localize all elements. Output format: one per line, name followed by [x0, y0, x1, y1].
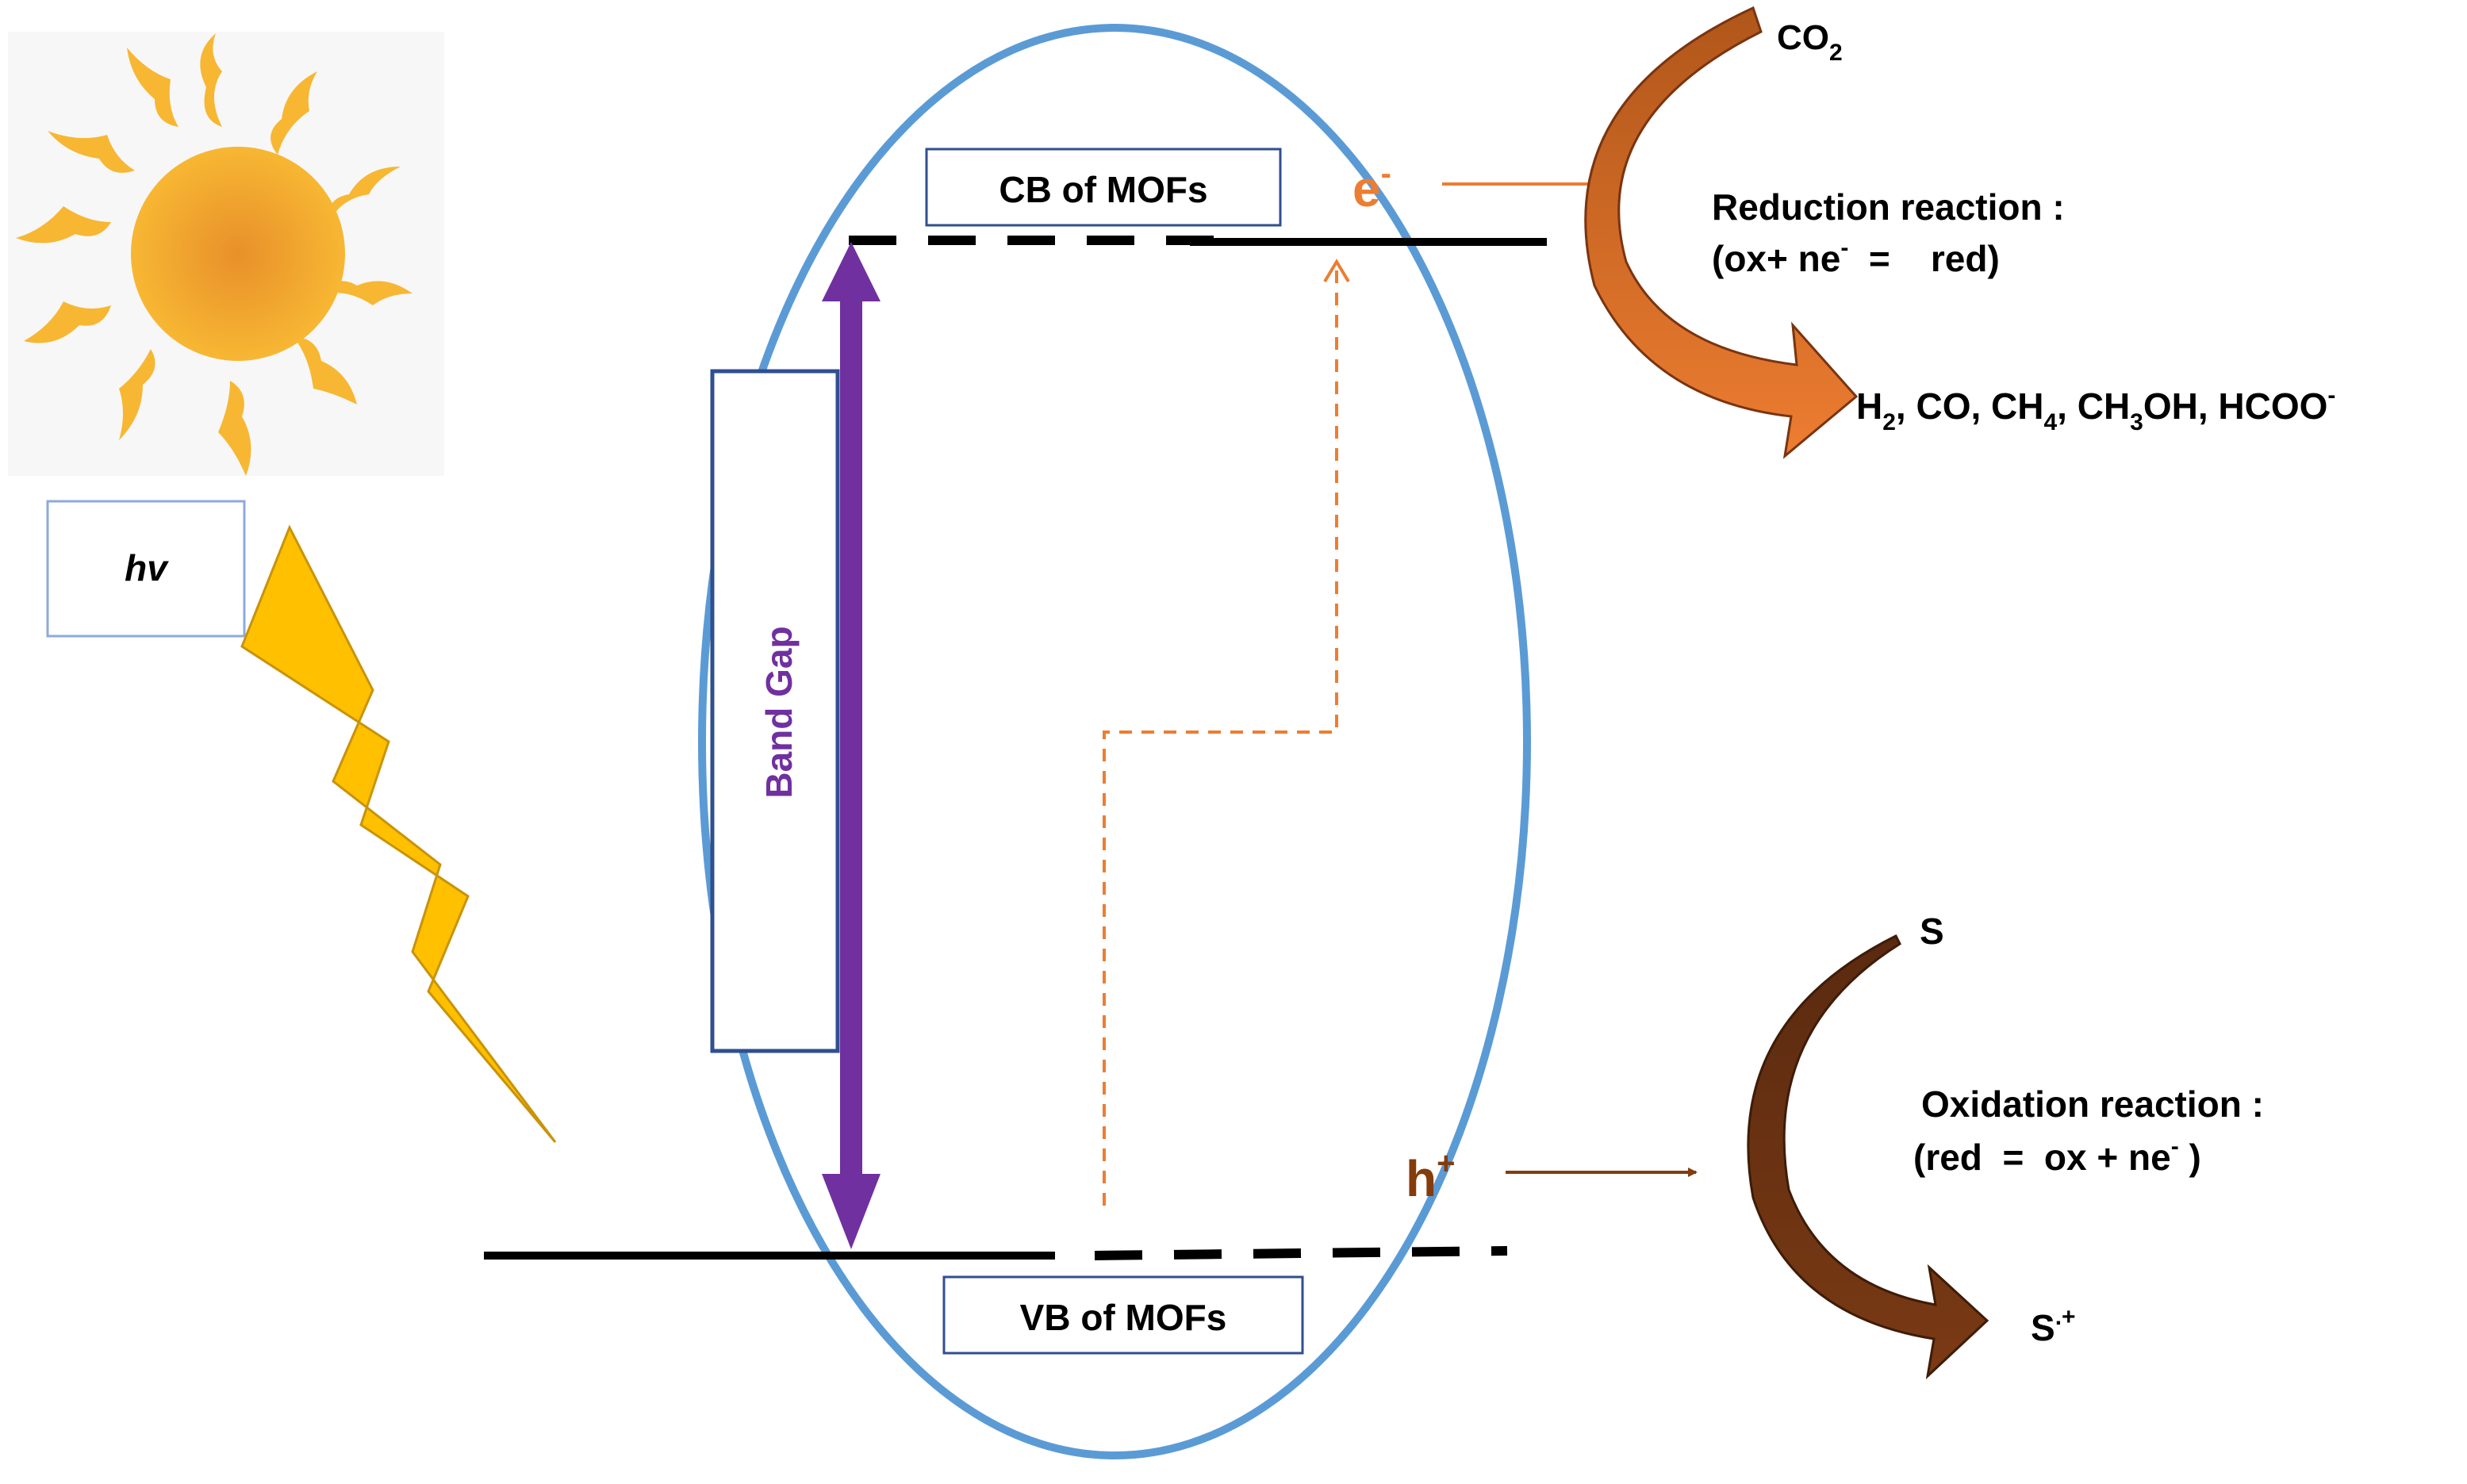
- cb-label-box: [925, 148, 1282, 227]
- vb-label-box: [942, 1275, 1304, 1355]
- band-gap-arrow: [822, 242, 881, 1249]
- sun-icon: [8, 32, 444, 476]
- oxidized-substrate-label: S.+: [2031, 1304, 2076, 1348]
- vb-label: VB of MOFs: [1020, 1297, 1227, 1338]
- electron-label: e-: [1352, 156, 1391, 217]
- reduction-curved-arrow: [1584, 6, 1859, 459]
- oxidation-equation: (red = ox + ne- ): [1913, 1133, 2201, 1178]
- oxidation-curved-arrow: [1747, 934, 1989, 1380]
- band-gap-label: Band Gap: [758, 626, 800, 798]
- cb-label: CB of MOFs: [999, 169, 1207, 210]
- excitation-arrowhead: [1323, 259, 1350, 283]
- co2-label: CO2: [1777, 18, 1843, 66]
- hv-label-box: [46, 500, 246, 638]
- hole-label: h+: [1406, 1146, 1455, 1207]
- reduction-title: Reduction reaction :: [1712, 186, 2065, 228]
- substrate-label: S: [1920, 911, 1944, 952]
- reduction-equation: (ox+ ne- = red): [1712, 235, 2000, 279]
- excitation-path: [1103, 266, 1338, 1206]
- band-gap-box: [710, 369, 840, 1053]
- reduction-products: H2, CO, CH4, CH3OH, HCOO-: [1856, 382, 2335, 435]
- oxidation-title: Oxidation reaction :: [1921, 1083, 2264, 1125]
- hv-label: hv: [125, 547, 169, 589]
- lightning-bolt-icon: [240, 524, 557, 1143]
- mof-particle-ellipse: [698, 24, 1531, 1459]
- vb-dashed-line: [1094, 1246, 1508, 1260]
